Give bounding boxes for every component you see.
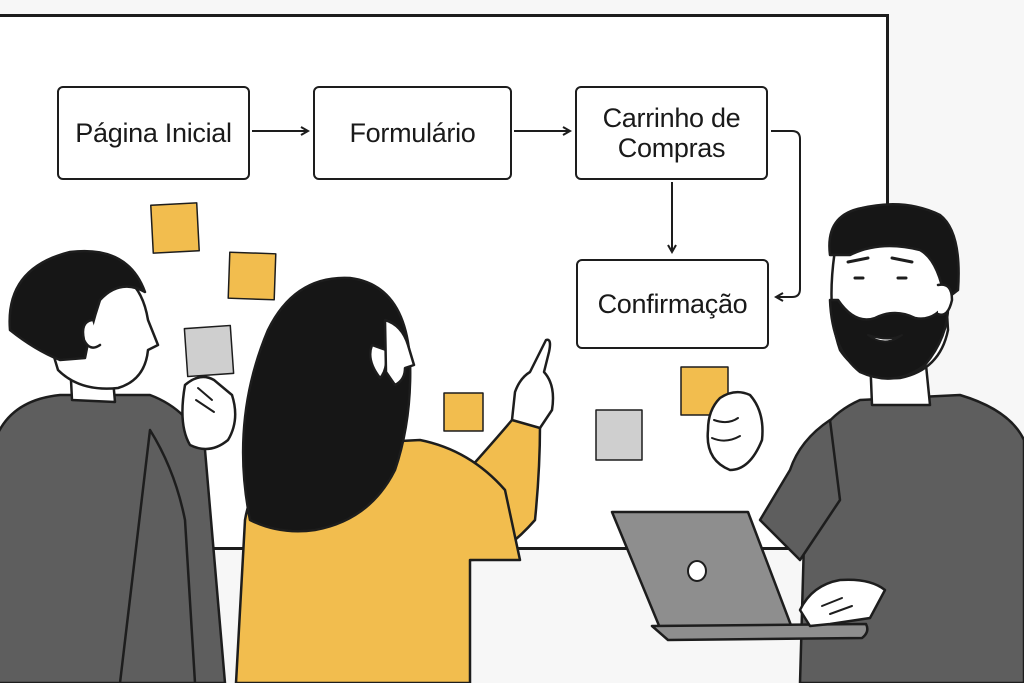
laptop [610,510,887,642]
smile [867,334,903,343]
hand-holding-note [706,390,764,472]
sticky-notes [150,202,643,461]
node-formulario: Formulário [313,86,512,180]
node-label: Carrinho de Compras [602,102,741,163]
laptop-base [650,622,869,642]
node-confirmacao: Confirmação [576,259,769,349]
arrow-cart-loop-to-confirm [771,130,801,297]
typing-hand [798,578,887,628]
left-arm [758,418,842,562]
eyebrows [846,256,914,264]
torso-gray-sweater [798,393,1024,683]
sticky-note-gray [595,409,643,461]
node-label: Página Inicial [75,117,232,148]
pointing-hand [510,338,555,430]
person-left [0,249,237,683]
person-woman-pointing [234,276,555,683]
hair [8,249,147,362]
hand-with-note [181,375,237,451]
sticky-note-yellow [443,392,484,432]
sticky-note-yellow [227,251,277,301]
raised-arm [118,428,197,683]
long-hair [241,276,412,533]
sticky-note-yellow [150,202,200,254]
node-label: Formulário [349,117,476,148]
node-label: Confirmação [597,288,748,319]
ear [936,283,954,316]
node-carrinho-de-compras: Carrinho de Compras [575,86,768,180]
node-pagina-inicial: Página Inicial [57,86,250,180]
laptop-logo [687,560,707,582]
hair [828,203,960,302]
face-profile [383,318,416,387]
ear [81,318,102,349]
sticky-note-gray [183,324,235,378]
person-bearded-man [680,203,1024,683]
